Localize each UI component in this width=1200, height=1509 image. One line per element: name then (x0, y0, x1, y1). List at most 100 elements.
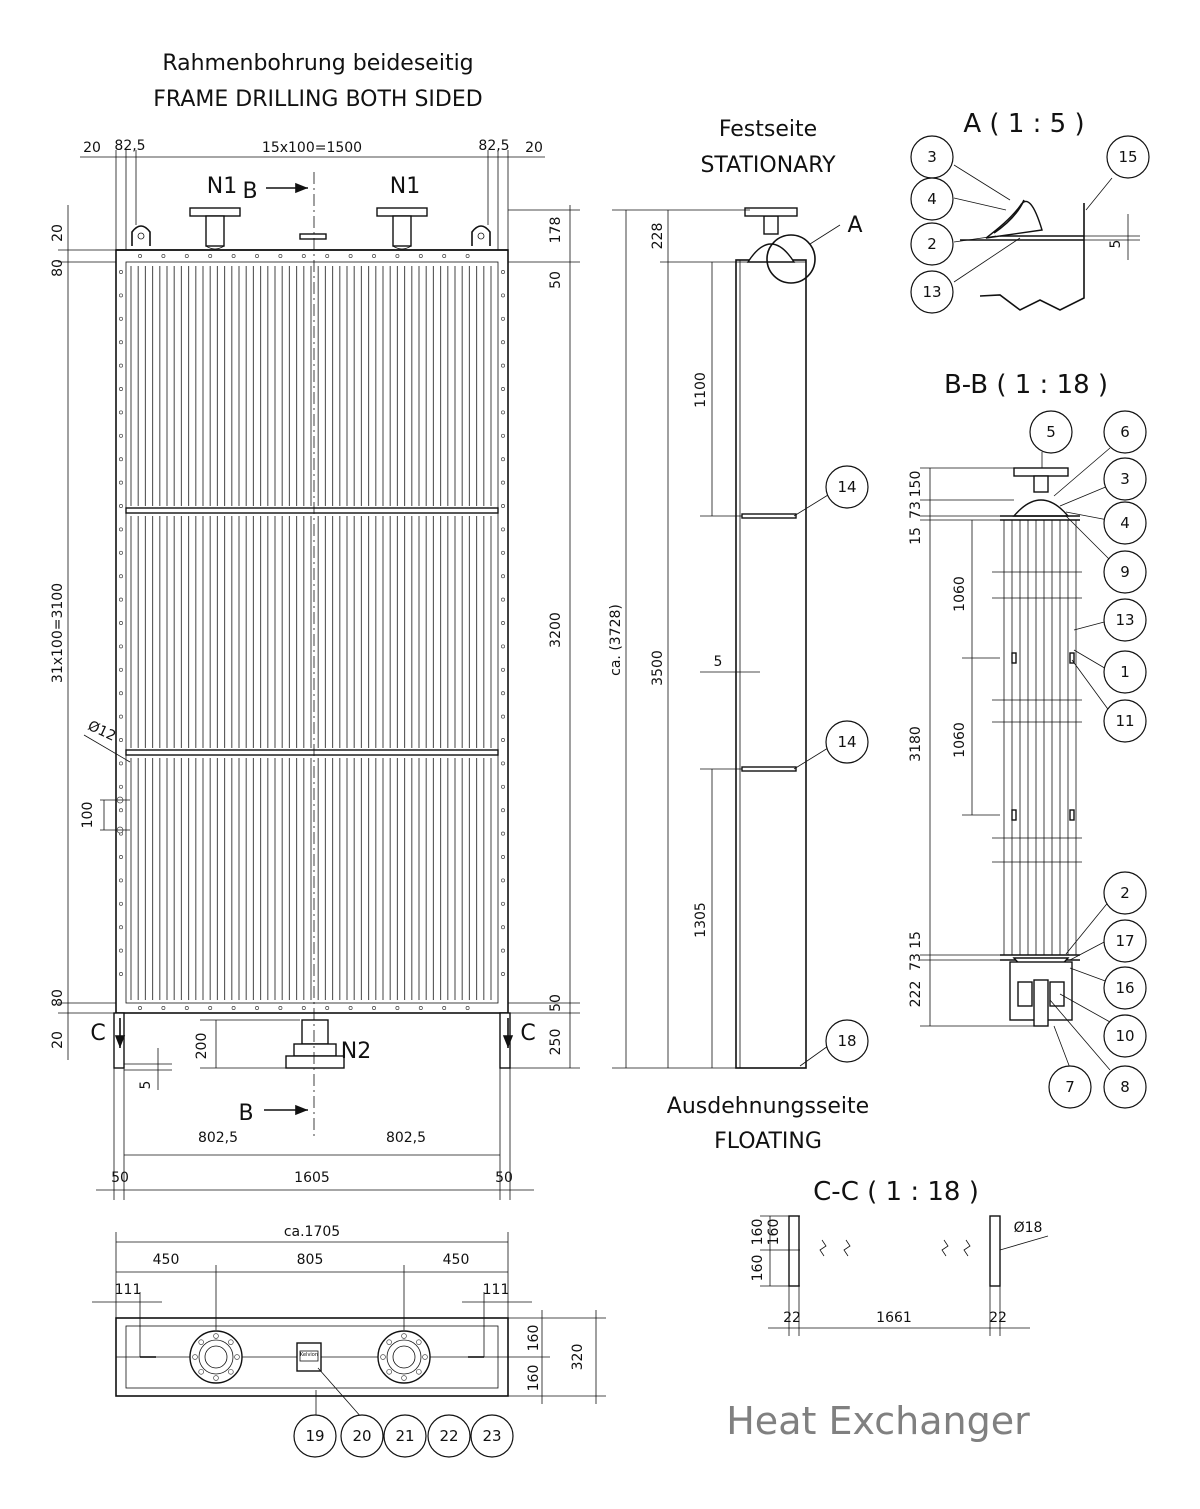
dim-50-top: 50 (548, 271, 564, 289)
dim-top-111b: 111 (483, 1282, 510, 1298)
nozzle-n1-left (189, 207, 241, 250)
detail-a-balloon-5 (1106, 135, 1150, 179)
dim-top-overall: ca.1705 (284, 1224, 340, 1240)
dim-edge-right: 20 (525, 140, 543, 156)
side-view (612, 207, 841, 1069)
marker-b-bottom: B (238, 1101, 253, 1126)
marker-b-top: B (242, 179, 257, 204)
bb-balloon-label-6: 13 (1115, 611, 1134, 629)
marker-n1-left: N1 (207, 174, 237, 199)
nozzle-n2 (285, 1019, 345, 1069)
detail-a-balloon-label-3: 2 (927, 235, 937, 253)
detail-a-balloon-label-5: 15 (1118, 148, 1137, 166)
frame-drilling-en: FRAME DRILLING BOTH SIDED (153, 87, 482, 112)
dim-bb-73: 73 (908, 501, 924, 519)
dim-50-bot: 50 (548, 994, 564, 1012)
dim-detail-a-5: 5 (1108, 240, 1124, 249)
top-balloon-2 (340, 1414, 384, 1458)
dim-top-320: 320 (570, 1344, 586, 1371)
dim-edge-left: 20 (83, 140, 101, 156)
bb-balloon-2 (1103, 410, 1147, 454)
dim-bb-1060b: 1060 (952, 722, 968, 758)
dim-5-foot: 5 (138, 1081, 154, 1090)
side-balloon-label-2: 14 (837, 733, 856, 751)
detail-a-balloon-label-2: 4 (927, 190, 937, 208)
dim-left-20-bot: 20 (50, 1031, 66, 1049)
side-balloon-label-3: 18 (837, 1032, 856, 1050)
marker-c-left: C (90, 1021, 105, 1046)
bb-balloon-label-9: 2 (1120, 884, 1130, 902)
dim-bb-15-bot: 15 (908, 931, 924, 949)
front-bottom-dims: 200 5 802,5 802,5 1605 50 50 (96, 1019, 534, 1200)
dim-bb-3180: 3180 (908, 726, 924, 762)
frame-holes (119, 254, 505, 1010)
bb-balloon-6 (1103, 598, 1147, 642)
bb-balloon-label-11: 16 (1115, 979, 1134, 997)
dim-pitch-side: 31x100=3100 (50, 583, 66, 683)
bb-balloon-label-7: 1 (1120, 663, 1130, 681)
side-balloon-label-1: 14 (837, 478, 856, 496)
dim-left-20-top: 20 (50, 224, 66, 242)
dim-3500: 3500 (650, 650, 666, 686)
dim-half-right: 802,5 (386, 1130, 426, 1146)
dim-178: 178 (548, 217, 564, 244)
detail-a-title: A ( 1 : 5 ) (963, 109, 1084, 139)
bb-balloon-label-14: 7 (1065, 1078, 1075, 1096)
bb-balloon-9 (1103, 871, 1147, 915)
marker-n1-right: N1 (390, 174, 420, 199)
dim-foot-left: 50 (111, 1170, 129, 1186)
side-balloon-2 (825, 720, 869, 764)
bb-balloon-label-4: 4 (1120, 514, 1130, 532)
section-cc (760, 1215, 1049, 1336)
dim-top-450a: 450 (153, 1252, 180, 1268)
floating-de: Ausdehnungsseite (667, 1094, 869, 1119)
frame-drilling-de: Rahmenbohrung beideseitig (162, 51, 473, 76)
detail-a-balloon-4 (910, 270, 954, 314)
section-bb-title: B-B ( 1 : 18 ) (944, 370, 1108, 400)
bb-balloon-label-1: 5 (1046, 423, 1056, 441)
bb-balloon-14 (1048, 1065, 1092, 1109)
dim-cc-160c: 160 (750, 1255, 766, 1282)
dim-bb-150: 150 (908, 471, 924, 498)
dim-top-160a: 160 (526, 1325, 542, 1352)
bb-balloon-label-2: 6 (1120, 423, 1130, 441)
dim-top-160b: 160 (526, 1365, 542, 1392)
dim-bb-1060a: 1060 (952, 576, 968, 612)
dim-bb-73-bot: 73 (908, 953, 924, 971)
bb-balloon-label-12: 10 (1115, 1027, 1134, 1045)
side-balloon-3 (825, 1019, 869, 1063)
dim-left-80-bot: 80 (50, 989, 66, 1007)
section-bb (920, 447, 1111, 1071)
bb-balloon-1 (1029, 410, 1073, 454)
dim-200: 200 (194, 1033, 210, 1060)
dim-bb-222: 222 (908, 981, 924, 1008)
marker-c-right: C (520, 1021, 535, 1046)
detail-a-balloon-label-4: 13 (922, 283, 941, 301)
top-balloon-label-2: 20 (352, 1427, 371, 1445)
detail-a-balloon-2 (910, 177, 954, 221)
dim-cc-dia18: Ø18 (1014, 1220, 1043, 1236)
dim-250: 250 (548, 1029, 564, 1056)
nameplate-text: Kelvion (300, 1352, 318, 1358)
dim-top-450b: 450 (443, 1252, 470, 1268)
bb-balloon-5 (1103, 550, 1147, 594)
bb-balloon-8 (1103, 699, 1147, 743)
dim-cc-22b: 22 (989, 1310, 1007, 1326)
dim-gap-5: 5 (714, 654, 723, 670)
dim-width-1605: 1605 (294, 1170, 330, 1186)
bb-balloon-13 (1103, 1065, 1147, 1109)
dim-228: 228 (650, 223, 666, 250)
bb-balloon-10 (1103, 919, 1147, 963)
section-cc-title: C-C ( 1 : 18 ) (813, 1177, 979, 1207)
stationary-en: STATIONARY (700, 153, 836, 178)
dim-cc-22a: 22 (783, 1310, 801, 1326)
dim-half-left: 802,5 (198, 1130, 238, 1146)
dim-offset-left: 82,5 (114, 138, 145, 154)
dim-cc-160a: 160 (750, 1219, 766, 1246)
bb-balloon-label-13: 8 (1120, 1078, 1130, 1096)
dim-left-80-top: 80 (50, 259, 66, 277)
side-balloon-1 (825, 465, 869, 509)
front-view (100, 172, 511, 1140)
